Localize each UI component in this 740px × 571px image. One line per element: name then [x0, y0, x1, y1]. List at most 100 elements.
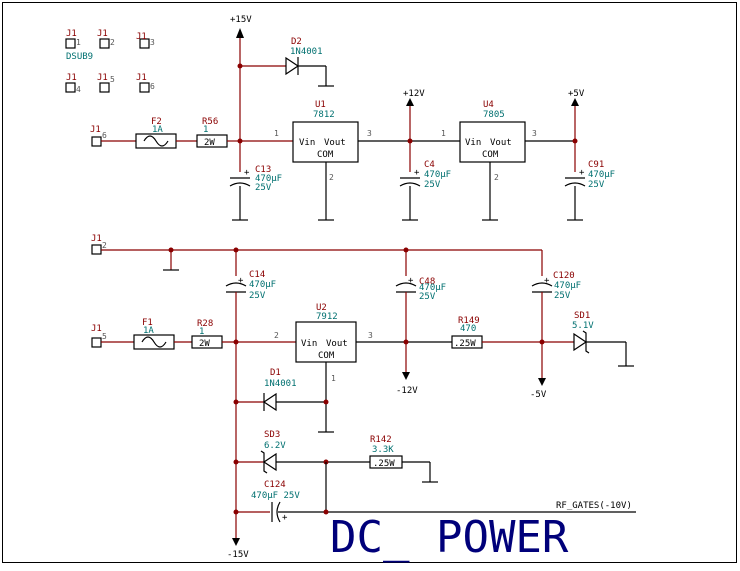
u2-vin: Vin — [301, 339, 317, 349]
junction-dot — [323, 509, 329, 515]
input-m15-path — [91, 334, 296, 350]
junction-dot — [572, 138, 578, 144]
junction-dot — [407, 138, 413, 144]
j1-gnd-ref: J1 — [91, 234, 102, 244]
cap-c14 — [225, 282, 247, 342]
j1-in-neg-ref: J1 — [91, 324, 102, 334]
junction-dot — [237, 138, 243, 144]
f1-ref: F1 — [142, 318, 153, 328]
junction-dot — [168, 247, 174, 253]
rail-label-m15: -15V — [227, 550, 249, 560]
c91-ref: C91 — [588, 160, 604, 170]
c48-volt: 25V — [419, 292, 436, 302]
c13-volt: 25V — [255, 183, 272, 193]
c48-value: 470µF — [419, 283, 446, 293]
d2-value: 1N4001 — [290, 47, 323, 57]
sd3-ref: SD3 — [264, 430, 280, 440]
grid-ref-6: J1 — [136, 73, 147, 83]
u1-vout: Vout — [324, 138, 346, 148]
diode-d2 — [240, 56, 334, 87]
c91-value: 470µF — [588, 170, 615, 180]
u2-pin-com: 1 — [331, 374, 336, 383]
rail-label-p12: +12V — [403, 89, 425, 99]
gnd-bus — [91, 244, 543, 276]
regulator-u2 — [295, 321, 452, 382]
r28-body: 2W — [199, 339, 210, 349]
c124-plus: + — [282, 513, 288, 523]
arrow-down-icon — [538, 378, 546, 386]
u1-pin-out: 3 — [367, 129, 372, 138]
u4-ref: U4 — [483, 100, 494, 110]
cap-c4 — [399, 177, 421, 187]
c4-ref: C4 — [424, 160, 435, 170]
f1-value: 1A — [143, 326, 154, 336]
grid-ref-5: J1 — [97, 73, 108, 83]
c120-volt: 25V — [554, 291, 571, 301]
c13-plus: + — [244, 168, 250, 178]
net-p5 — [567, 104, 583, 221]
c120-ref: C120 — [553, 271, 575, 281]
regulator-u4 — [459, 121, 575, 221]
d1-value: 1N4001 — [264, 379, 297, 389]
sd3-value: 6.2V — [264, 441, 286, 451]
u1-pin-com: 2 — [329, 173, 334, 182]
grid-pin-2: 2 — [110, 38, 115, 47]
cap-c91 — [564, 177, 586, 187]
j1-gnd-pin: 2 — [102, 241, 107, 250]
junction-dot — [403, 339, 409, 345]
u1-vin: Vin — [299, 138, 315, 148]
sheet-border — [2, 2, 737, 563]
r56-value: 1 — [203, 125, 208, 135]
d2-ref: D2 — [291, 37, 302, 47]
r149-body: .25W — [454, 339, 476, 349]
cap-c48 — [395, 282, 417, 342]
grid-pin-5: 5 — [110, 75, 115, 84]
sd1-ref: SD1 — [574, 311, 590, 321]
sheet-title: DC_ POWER — [330, 512, 569, 563]
cap-c120 — [531, 282, 553, 342]
c14-plus: + — [238, 276, 244, 286]
cap-c13 — [229, 177, 251, 187]
j1-in-pos-ref: J1 — [90, 125, 101, 135]
r142-value: 3.3K — [372, 445, 394, 455]
u1-com: COM — [317, 150, 334, 160]
arrow-up-icon — [406, 98, 414, 106]
u4-vin: Vin — [465, 138, 481, 148]
junction-dot — [237, 63, 243, 69]
arrow-up-icon — [571, 98, 579, 106]
junction-dot — [233, 399, 239, 405]
diode-d1 — [236, 382, 334, 433]
r28-value: 1 — [199, 327, 204, 337]
junction-dot — [233, 247, 239, 253]
junction-dot — [233, 459, 239, 465]
u2-value: 7912 — [316, 312, 338, 322]
connector-grid — [65, 38, 150, 93]
rail-label-m12: -12V — [396, 386, 418, 396]
u2-pin-out: 3 — [368, 331, 373, 340]
grid-pin-4: 4 — [76, 85, 81, 94]
u1-value: 7812 — [313, 110, 335, 120]
r28-ref: R28 — [197, 319, 213, 329]
r142-body: .25W — [373, 459, 395, 469]
c4-value: 470µF — [424, 170, 451, 180]
c13-value: 470µF — [255, 174, 282, 184]
u4-pin-in: 1 — [441, 129, 446, 138]
zener-sd3 — [236, 450, 370, 474]
sd1-value: 5.1V — [572, 321, 594, 331]
j1-in-pos-pin: 6 — [102, 131, 107, 140]
r149-value: 470 — [460, 324, 476, 334]
u4-value: 7805 — [483, 110, 505, 120]
c48-ref: C48 — [419, 277, 435, 287]
net-p12 — [402, 104, 460, 221]
u4-pin-com: 2 — [494, 173, 499, 182]
f2-ref: F2 — [151, 117, 162, 127]
r142-ref: R142 — [370, 435, 392, 445]
rail-label-m5: -5V — [530, 390, 547, 400]
u4-com: COM — [482, 150, 499, 160]
net-p15-vertical — [232, 38, 248, 221]
c120-value: 470µF — [554, 281, 581, 291]
u4-vout: Vout — [490, 138, 512, 148]
junction-dot — [403, 247, 409, 253]
u2-com: COM — [318, 351, 335, 361]
